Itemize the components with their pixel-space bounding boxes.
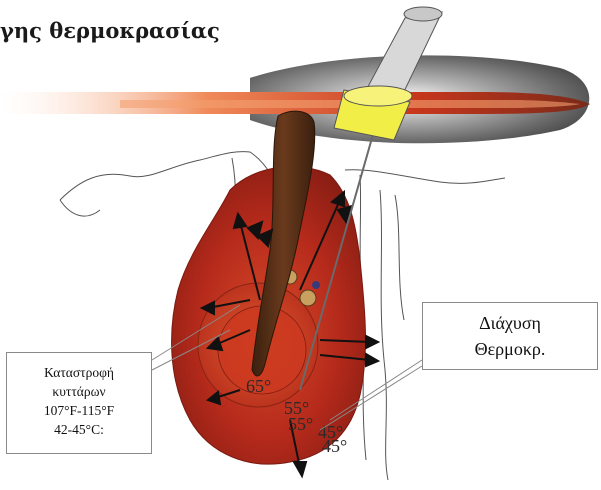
- temp-label-55-b: 55°: [288, 414, 313, 434]
- callout-left-line1: Καταστροφή: [7, 363, 151, 382]
- cell-destruction-callout: Καταστροφή κυττάρων 107°F-115°F 42-45°C:: [6, 352, 152, 454]
- temp-label-65: 65°: [246, 376, 271, 396]
- heat-diffusion-callout: Διάχυση Θερμοκρ.: [422, 302, 598, 370]
- callout-right-line1: Διάχυση: [423, 310, 597, 336]
- callout-right-line2: Θερμοκρ.: [423, 336, 597, 362]
- page-title: γης θερμοκρασίας: [0, 18, 220, 43]
- callout-left-line2: κυττάρων: [7, 382, 151, 401]
- callout-left-line3: 107°F-115°F: [7, 401, 151, 420]
- callout-left-line4: 42-45°C:: [7, 420, 151, 439]
- temp-label-45-b: 45°: [322, 436, 347, 456]
